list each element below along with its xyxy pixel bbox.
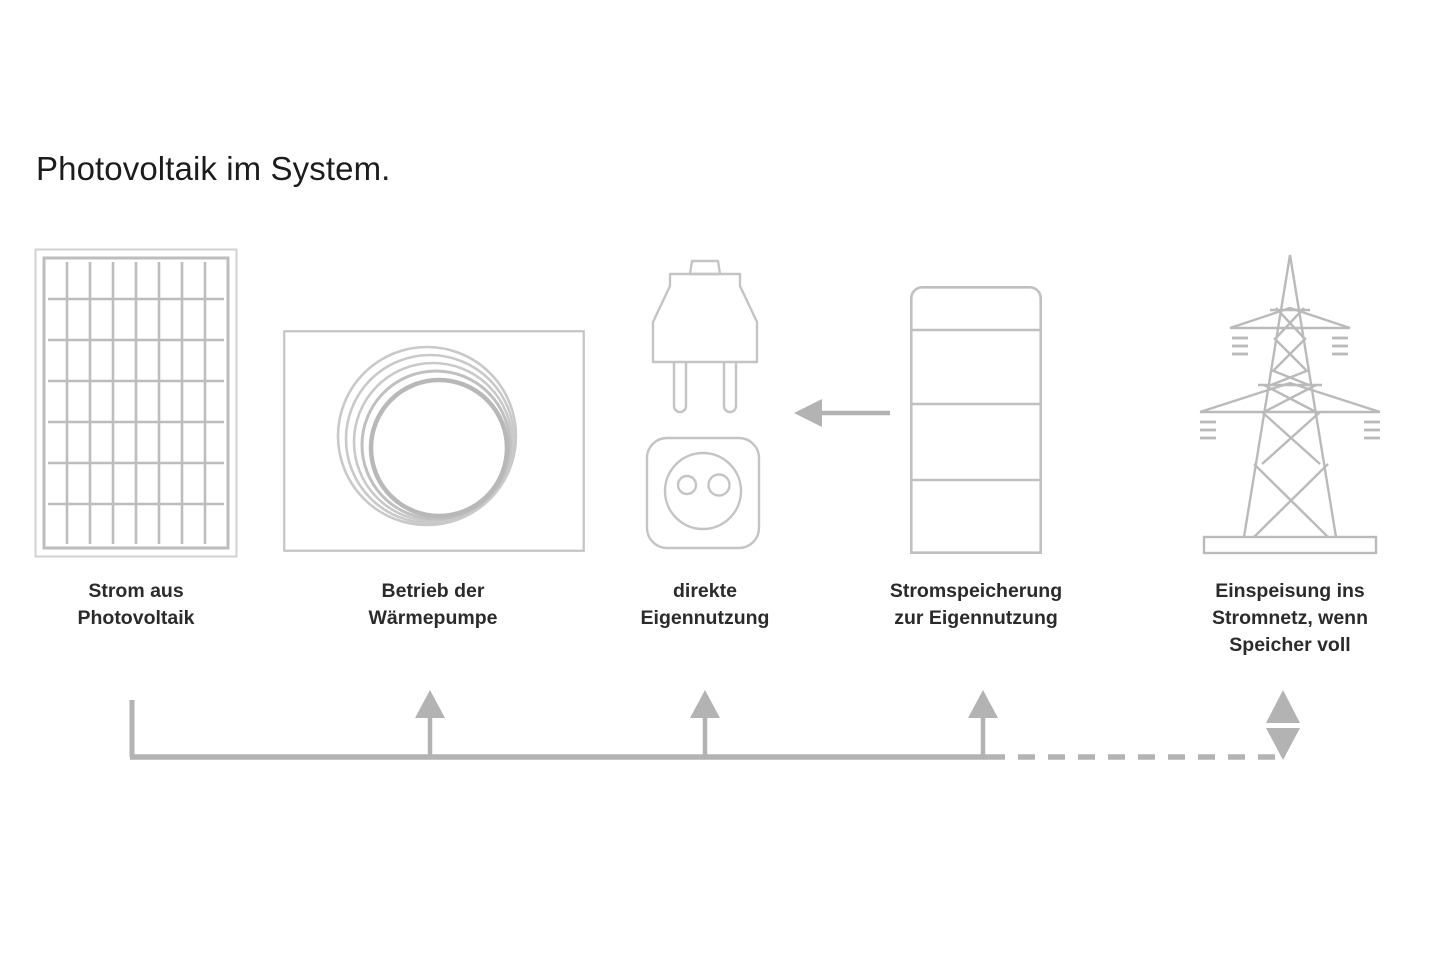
- heat-pump-icon: [283, 330, 585, 552]
- battery-storage-icon: [910, 286, 1042, 554]
- insulator-marks: [1200, 336, 1380, 440]
- station-label-heat-pump: Betrieb der Wärmepumpe: [368, 580, 498, 629]
- plug-and-socket-icon: [640, 258, 770, 553]
- energy-flow-diagram: [0, 680, 1440, 800]
- solar-panel-icon: [34, 248, 238, 558]
- station-label-battery-storage: Stromspeicherung zur Eigennutzung: [889, 580, 1063, 629]
- socket-shape: [645, 436, 761, 550]
- flow-arrow-battery-storage: [968, 690, 998, 757]
- page-title: Photovoltaik im System.: [36, 150, 391, 187]
- station-label-grid-feed-in: Einspeisung ins Stromnetz, wenn Speicher…: [1211, 580, 1368, 656]
- plug-shape: [651, 259, 759, 364]
- flow-arrow-heat-pump: [415, 690, 445, 757]
- flow-arrow-grid-bidirectional: [1266, 690, 1300, 760]
- station-label-solar-panel: Strom aus Photovoltaik: [77, 580, 195, 629]
- power-pylon-icon: [1192, 252, 1388, 555]
- station-label-direct-use: direkte Eigennutzung: [640, 580, 770, 629]
- flow-arrow-direct-use: [690, 690, 720, 757]
- arrow-left-icon: [790, 398, 890, 428]
